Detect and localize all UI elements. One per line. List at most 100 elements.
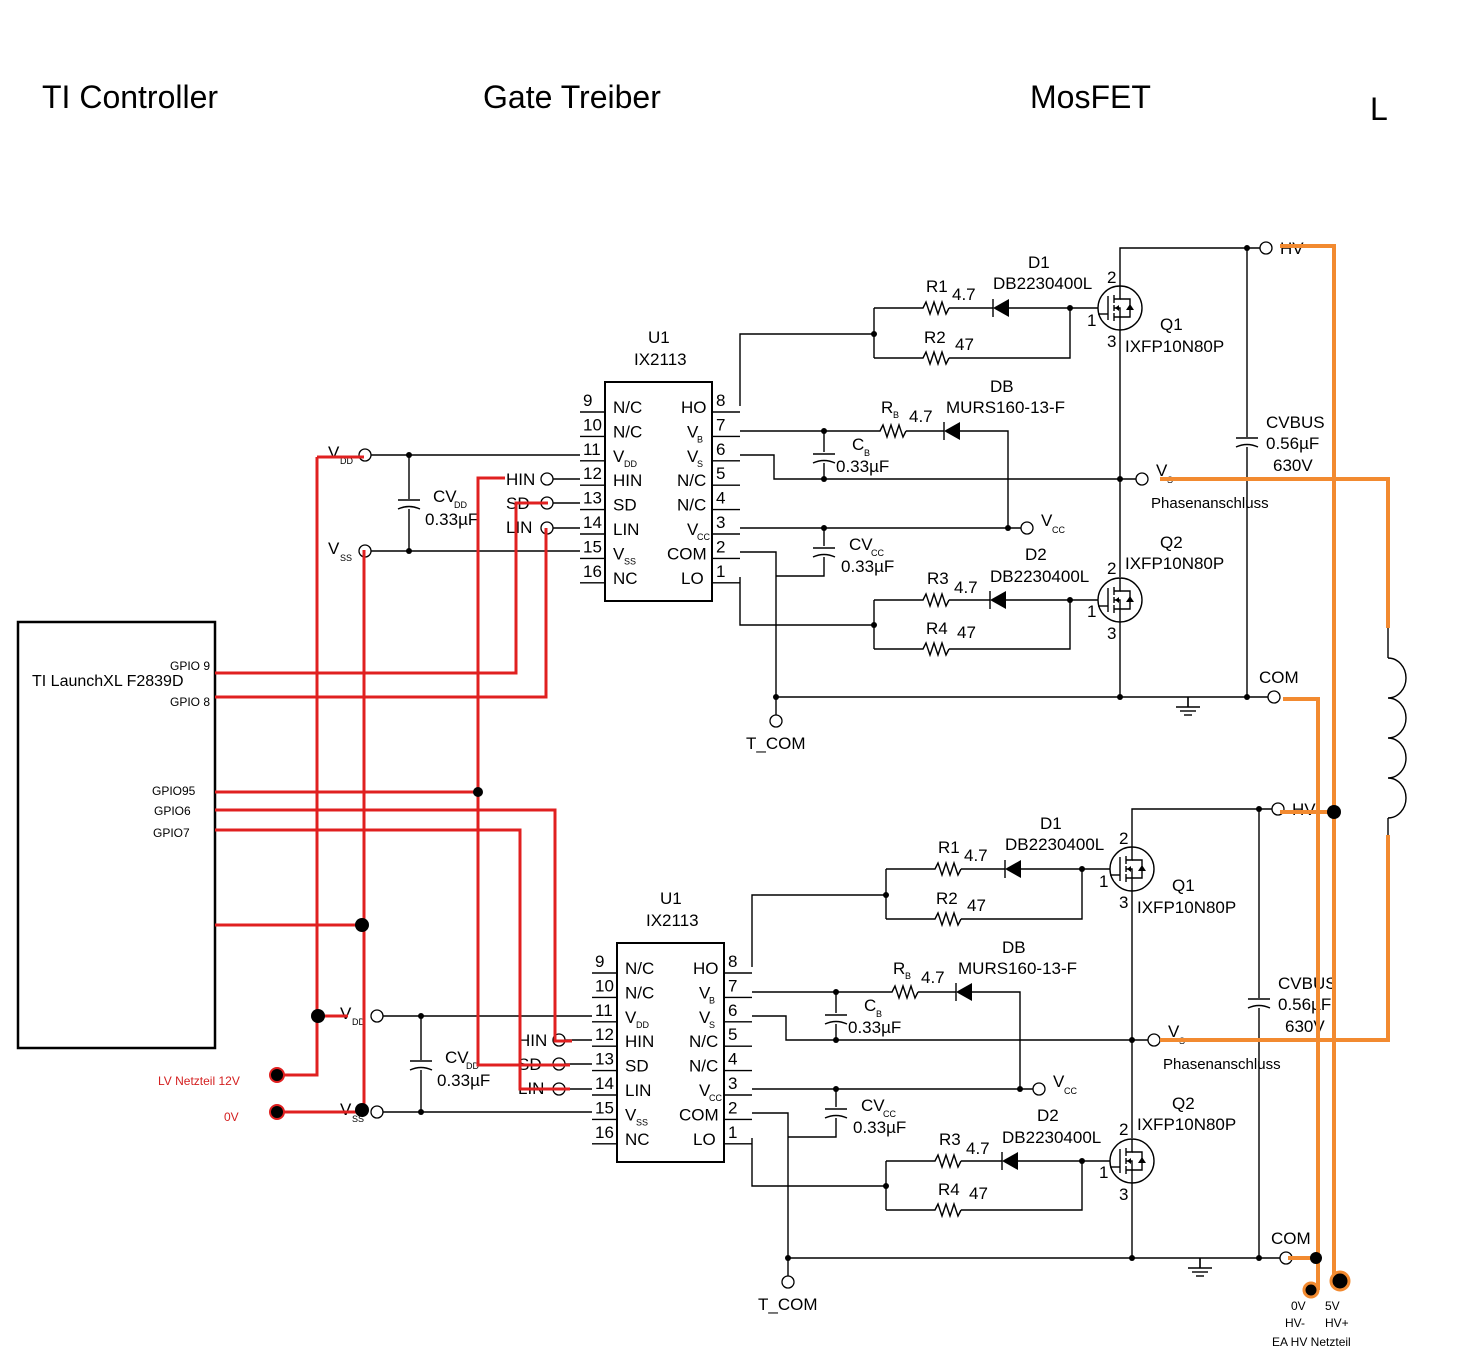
driver-right-pin-name: HO [693, 959, 719, 978]
controller-wiring [215, 455, 572, 1120]
driver-right-pin-name: V [687, 447, 699, 466]
d2-label: D2 [1037, 1106, 1059, 1125]
driver-right-pin-name: V [687, 520, 699, 539]
db-diode [955, 983, 972, 1001]
gpio8-label: GPIO 8 [170, 695, 210, 709]
hv-zero-label: 0V [1291, 1299, 1306, 1313]
driver-left-pin-number: 13 [583, 489, 602, 508]
driver-right-pin-number: 7 [716, 415, 725, 434]
r3-value: 4.7 [954, 578, 978, 597]
driver-right-pin-number: 6 [728, 1001, 737, 1020]
vss-label-subscript: SS [352, 1114, 364, 1124]
d1-diode [1004, 860, 1021, 878]
vdd-label: V [340, 1004, 352, 1023]
vdd-label-subscript: DD [340, 456, 353, 466]
driver-right-pin-name: LO [681, 569, 704, 588]
hv-minus-label: HV- [1285, 1316, 1305, 1330]
cvbus-label: CVBUS [1278, 974, 1337, 993]
db-part: MURS160-13-F [958, 959, 1077, 978]
driver-right-pin-number: 6 [716, 440, 725, 459]
header-gate-driver: Gate Treiber [483, 79, 661, 115]
driver-left-pin-number: 13 [595, 1050, 614, 1069]
gpio6-label: GPIO6 [154, 804, 191, 818]
q2-mosfet [1097, 577, 1143, 623]
hv-plus-label: HV+ [1325, 1316, 1349, 1330]
q1-label: Q1 [1160, 315, 1183, 334]
r1-resistor [931, 860, 962, 878]
cvcc-capacitor [824, 1108, 848, 1119]
tcom-terminal [781, 1275, 795, 1289]
driver-right-pin-subscript: B [709, 995, 715, 1005]
vss-label-subscript: SS [340, 553, 352, 563]
zero-volt-label: 0V [224, 1110, 239, 1124]
r2-label: R2 [936, 889, 958, 908]
d2-label: D2 [1025, 545, 1047, 564]
cvbus-voltage: 630V [1273, 456, 1313, 475]
vss-label: V [328, 539, 340, 558]
vdd-terminal [358, 448, 372, 462]
r2-value: 47 [967, 896, 986, 915]
cb-label-subscript: B [876, 1009, 882, 1019]
driver-left-pin-name: V [613, 447, 625, 466]
r4-resistor [919, 640, 950, 658]
driver-left-pin-number: 9 [595, 952, 604, 971]
cvbus-value: 0.56µF [1278, 995, 1331, 1014]
r4-label: R4 [938, 1180, 960, 1199]
d2-part: DB2230400L [1002, 1128, 1101, 1147]
r1-label: R1 [926, 277, 948, 296]
driver-right-pin-name: N/C [677, 496, 706, 515]
q2-mosfet [1109, 1138, 1155, 1184]
vs-label: V [1168, 1022, 1180, 1041]
driver-right-pin-name: V [687, 422, 699, 441]
cvcc-label-subscript: CC [883, 1109, 896, 1119]
gpio9-label: GPIO 9 [170, 659, 210, 673]
driver-left-pin-number: 15 [595, 1098, 614, 1117]
driver-left-pin-name: SD [613, 496, 637, 515]
d2-part: DB2230400L [990, 567, 1089, 586]
cb-capacitor [824, 1014, 848, 1025]
hv-supply-name: EA HV Netzteil [1272, 1335, 1351, 1349]
r3-label: R3 [939, 1130, 961, 1149]
hv-five-label: 5V [1325, 1299, 1340, 1313]
hin-terminal [540, 472, 554, 486]
cvdd-label: CV [433, 487, 457, 506]
q1-drain-pin: 2 [1107, 268, 1116, 287]
cvdd-label-subscript: DD [454, 500, 467, 510]
driver-left-pin-number: 12 [583, 464, 602, 483]
driver-right-pin-name: V [699, 1008, 711, 1027]
r1-value: 4.7 [952, 285, 976, 304]
cvcc-label-subscript: CC [871, 548, 884, 558]
q2-gate-pin: 1 [1099, 1163, 1108, 1182]
cvbus-capacitor [1235, 437, 1259, 448]
q1-gate-pin: 1 [1087, 311, 1096, 330]
driver-right-pin-subscript: CC [697, 532, 710, 542]
driver-right-pin-subscript: S [709, 1020, 715, 1030]
vdd-terminal [370, 1009, 384, 1023]
gpio7-label: GPIO7 [153, 826, 190, 840]
driver-left-pin-name: N/C [625, 983, 654, 1002]
driver-right-pin-number: 3 [728, 1074, 737, 1093]
driver-ic-ref: U1 [660, 889, 682, 908]
d1-part: DB2230400L [993, 274, 1092, 293]
rb-label: R [881, 398, 893, 417]
r1-label: R1 [938, 838, 960, 857]
driver-left-pin-name: LIN [613, 520, 639, 539]
hv-label: HV [1292, 800, 1316, 819]
header-controller: TI Controller [42, 79, 218, 115]
driver-left-pin-number: 15 [583, 537, 602, 556]
cvcc-value: 0.33µF [853, 1118, 906, 1137]
rb-value: 4.7 [909, 407, 933, 426]
db-label: DB [990, 377, 1014, 396]
q1-source-pin: 3 [1119, 893, 1128, 912]
q2-source-pin: 3 [1119, 1185, 1128, 1204]
driver-right-pin-subscript: S [697, 459, 703, 469]
header-mosfet: MosFET [1030, 79, 1151, 115]
vs-terminal [1135, 472, 1149, 486]
r2-resistor [931, 910, 962, 928]
hv-wiring [1160, 244, 1390, 1299]
hin-label: HIN [506, 470, 535, 489]
vcc-terminal [1032, 1082, 1046, 1096]
driver-right-pin-number: 5 [728, 1025, 737, 1044]
driver-right-pin-number: 2 [728, 1098, 737, 1117]
